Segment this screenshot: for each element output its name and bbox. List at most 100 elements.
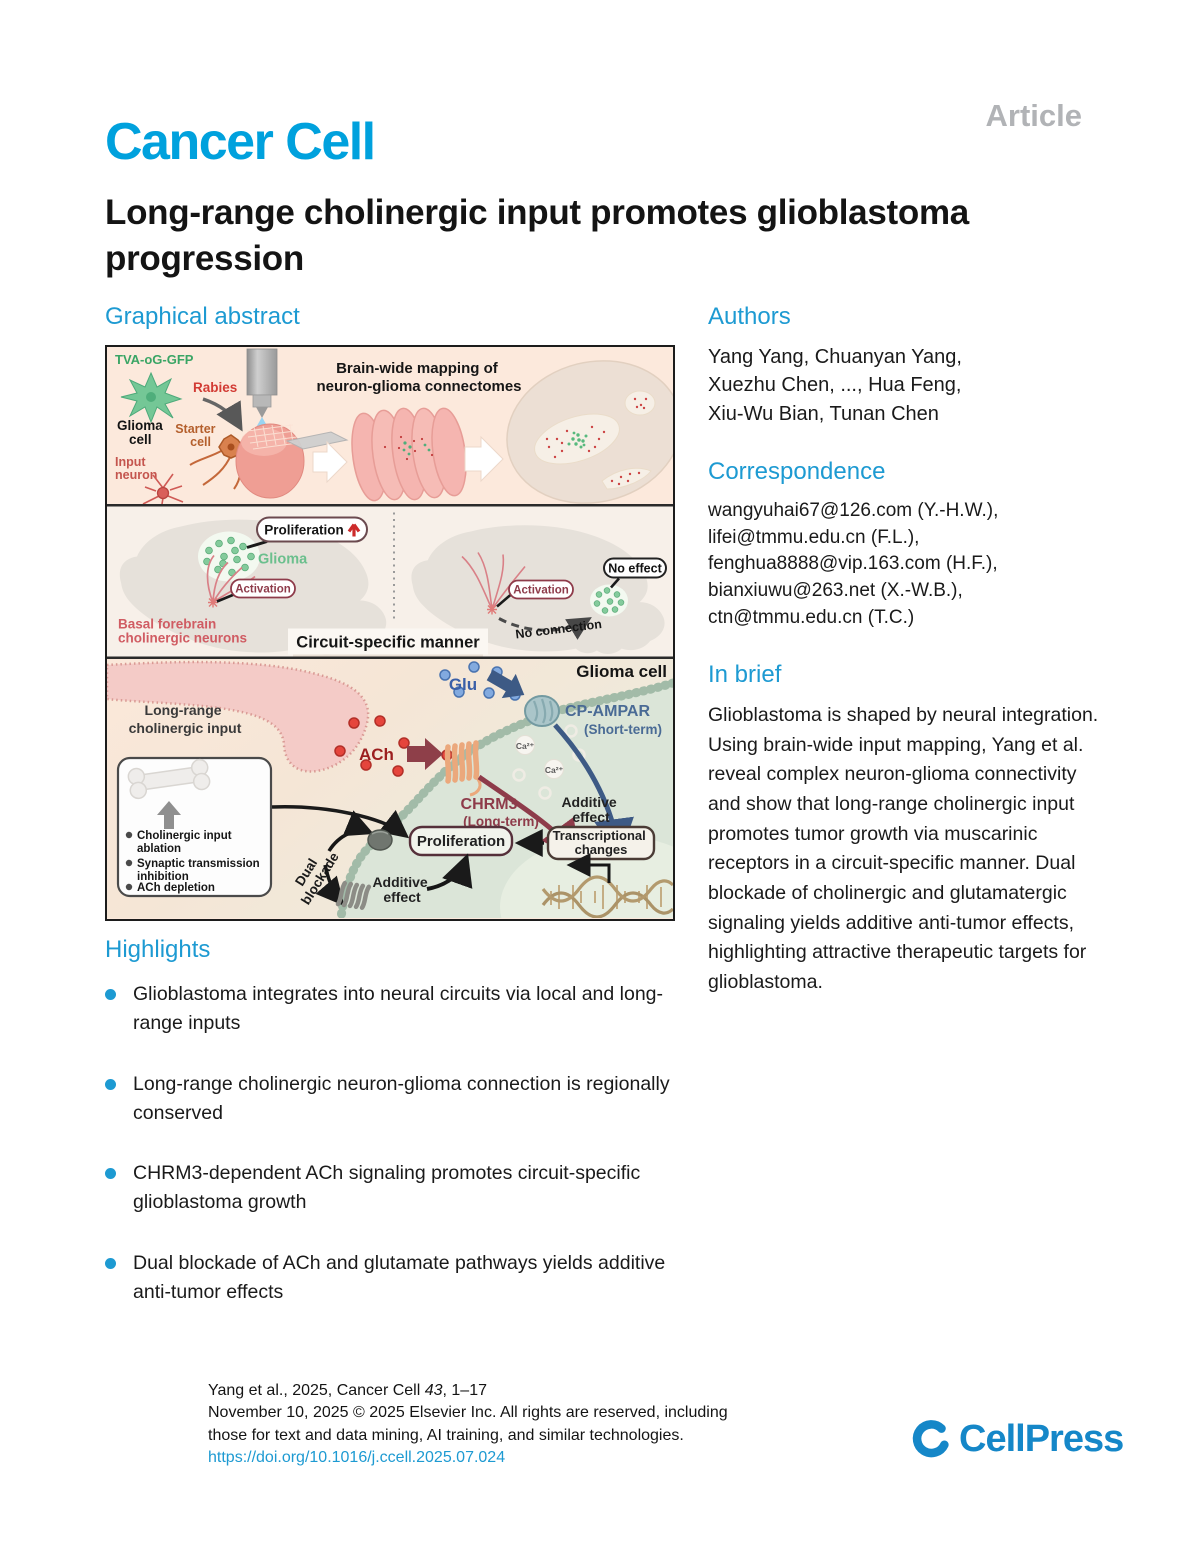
long-range-input-label: Long-range cholinergic input xyxy=(129,702,242,736)
graphical-abstract-figure: TVA-oG-GFP Glioma cell Rabies Starter ce… xyxy=(105,345,675,921)
highlight-item: Long-range cholinergic neuron-glioma con… xyxy=(105,1070,697,1129)
right-column: Authors Yang Yang, Chuanyan Yang, Xuezhu… xyxy=(708,303,1100,1027)
cholinergic-terminal xyxy=(107,660,370,773)
correspondence-line: ctn@tmmu.edu.cn (T.C.) xyxy=(708,606,915,628)
highlights-heading: Highlights xyxy=(105,936,211,963)
additive-effect-top-label: Additive effect xyxy=(561,794,620,825)
ach-label: ACh xyxy=(359,745,394,764)
mapped-brain xyxy=(506,360,673,504)
correspondence-line: wangyuhai67@126.com (Y.-H.W.), xyxy=(708,500,999,522)
glioma-cluster-right xyxy=(593,587,625,614)
glioma-cell-label-p3: Glioma cell xyxy=(576,662,667,681)
bullet-icon xyxy=(105,989,116,1000)
highlights-list: Glioblastoma integrates into neural circ… xyxy=(105,980,705,1307)
doi-link[interactable]: https://doi.org/10.1016/j.ccell.2025.07.… xyxy=(208,1449,506,1467)
glioma-membrane xyxy=(336,678,673,918)
highlight-item: Dual blockade of ACh and glutamate pathw… xyxy=(105,1249,697,1308)
proliferation-capsule: Proliferation xyxy=(246,516,368,549)
no-effect-capsule: No effect xyxy=(603,557,667,589)
no-connection-dashed-arrow xyxy=(498,617,592,640)
left-column: Graphical abstract TVA-oG-GFP xyxy=(105,303,677,921)
cellpress-wordmark: CellPress xyxy=(959,1418,1124,1460)
glioma-cell-label-p1: Glioma cell xyxy=(117,418,167,447)
calcium-ions: Ca²⁺ Ca²⁺ xyxy=(512,724,586,800)
activation-capsule-left: Activation xyxy=(216,578,296,603)
highlight-text: Glioblastoma integrates into neural circ… xyxy=(133,983,664,1035)
correspondence-line: fenghua8888@vip.163.com (H.F.), xyxy=(708,553,998,575)
citation-line: Yang et al., 2025, Cancer Cell 43, 1–17 xyxy=(208,1380,818,1402)
correspondence-section: Correspondence wangyuhai67@126.com (Y.-H… xyxy=(708,458,1100,631)
correspondence-line: bianxiuwu@263.net (X.-W.B.), xyxy=(708,579,963,601)
svg-text:Ca²⁺: Ca²⁺ xyxy=(545,765,564,775)
bullet-icon xyxy=(105,1257,116,1269)
panel-divider-1 xyxy=(107,504,673,507)
dual-blockade-arrow-top xyxy=(327,810,374,852)
svg-text:Activation: Activation xyxy=(235,584,291,596)
glu-label: Glu xyxy=(449,675,477,694)
svg-text:Proliferation: Proliferation xyxy=(417,833,505,850)
figure-panel-circuit: Glioma Proliferation Activation xyxy=(107,506,673,657)
bullet-icon xyxy=(105,1168,116,1179)
highlight-text: Dual blockade of ACh and glutamate pathw… xyxy=(133,1251,666,1303)
authors-heading: Authors xyxy=(708,303,791,330)
chrm3-receptor xyxy=(444,740,480,784)
rabies-label: Rabies xyxy=(193,380,237,395)
rights-line: November 10, 2025 © 2025 Elsevier Inc. A… xyxy=(208,1404,728,1422)
dna-to-transcription-arrow xyxy=(566,853,611,883)
glioma-label-p2: Glioma xyxy=(258,552,308,568)
figure-panel-mechanism: Long-range cholinergic input ACh CHRM3 (… xyxy=(107,659,673,918)
highlight-item: CHRM3-dependent ACh signaling promotes c… xyxy=(105,1159,697,1218)
tva-og-gfp-label: TVA-oG-GFP xyxy=(115,352,194,367)
correspondence-emails: wangyuhai67@126.com (Y.-H.W.), lifei@tmm… xyxy=(708,498,1100,631)
chrm3-sub-label: (Long-term) xyxy=(463,814,539,829)
correspondence-heading: Correspondence xyxy=(708,458,886,486)
citation-volume: 43 xyxy=(424,1382,443,1399)
highlight-text: CHRM3-dependent ACh signaling promotes c… xyxy=(133,1162,641,1214)
svg-text:Circuit-specific manner: Circuit-specific manner xyxy=(296,634,480,652)
glioma-cluster-left xyxy=(203,536,255,577)
panel-divider-2 xyxy=(107,656,673,659)
glu-arrow xyxy=(486,669,525,699)
author-names: Yang Yang, Chuanyan Yang, Xuezhu Chen, .… xyxy=(708,343,1100,428)
bone-icon xyxy=(127,758,211,800)
rights-line: those for text and data mining, AI train… xyxy=(208,1426,684,1444)
in-brief-section: In brief Glioblastoma is shaped by neura… xyxy=(708,661,1100,997)
ach-arrow xyxy=(407,738,443,770)
transcriptional-changes-box: Transcriptional changes xyxy=(546,825,656,861)
bullet-icon xyxy=(105,1078,116,1090)
activation-capsule-right: Activation xyxy=(496,579,574,608)
footer-citation: Yang et al., 2025, Cancer Cell 43, 1–17 … xyxy=(208,1380,818,1470)
svg-text:Proliferation: Proliferation xyxy=(264,523,344,538)
author-line: Xuezhu Chen, ..., Hua Feng, xyxy=(708,374,962,397)
paper-title: Long-range cholinergic input promotes gl… xyxy=(105,193,969,278)
svg-text:Ca²⁺: Ca²⁺ xyxy=(516,741,535,751)
brain-slices xyxy=(351,407,467,502)
input-neuron-label: Input neuron xyxy=(115,455,157,482)
svg-text:Cholinergic input ab: Cholinergic input ablation Synaptic tran… xyxy=(137,830,263,894)
starter-cell-label: Starter cell xyxy=(175,422,219,449)
dna-helix xyxy=(541,875,673,918)
highlight-text: Long-range cholinergic neuron-glioma con… xyxy=(133,1072,670,1124)
article-type-label: Article xyxy=(985,98,1082,133)
citation-pre: Yang et al., 2025, Cancer Cell xyxy=(208,1382,425,1399)
intervention-box: Cholinergic input ablation Synaptic tran… xyxy=(116,756,273,898)
additive-to-proliferation-arrow xyxy=(426,853,473,891)
cellpress-icon xyxy=(912,1419,949,1457)
proliferation-box: Proliferation xyxy=(408,825,514,857)
author-line: Xiu-Wu Bian, Tunan Chen xyxy=(708,402,939,425)
authors-section: Authors Yang Yang, Chuanyan Yang, Xuezhu… xyxy=(708,303,1100,428)
highlights-section: Highlights Glioblastoma integrates into … xyxy=(105,936,705,1338)
citation-suffix: , 1–17 xyxy=(442,1382,487,1399)
cp-ampar-label: CP-AMPAR xyxy=(565,703,650,720)
in-brief-text: Glioblastoma is shaped by neural integra… xyxy=(708,704,1099,993)
blocked-receptor-round xyxy=(367,829,393,851)
svg-text:Activation: Activation xyxy=(513,585,569,597)
author-line: Yang Yang, Chuanyan Yang, xyxy=(708,346,962,368)
circuit-specific-banner: Circuit-specific manner xyxy=(288,628,488,657)
journal-logo: Cancer Cell xyxy=(105,113,376,171)
basal-forebrain-label: Basal forebrain cholinergic neurons xyxy=(118,617,247,646)
chrm3-label: CHRM3 xyxy=(461,796,518,813)
up-arrow-icon xyxy=(157,801,181,829)
blocked-receptor-coil xyxy=(335,880,372,910)
correspondence-line: lifei@tmmu.edu.cn (F.L.), xyxy=(708,526,920,548)
